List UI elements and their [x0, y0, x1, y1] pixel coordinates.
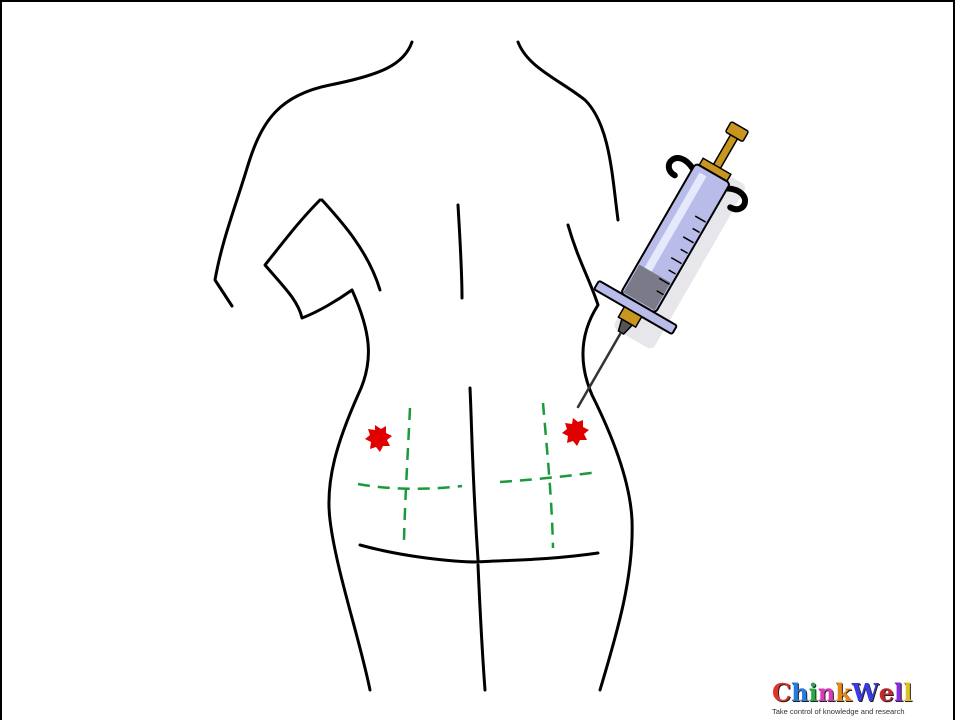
- logo-letter: W: [852, 680, 879, 706]
- injection-site-mark-icon: [365, 425, 392, 452]
- right-shoulder-outline: [518, 42, 618, 220]
- left-quadrant-horizontal: [358, 484, 462, 489]
- left-flank-outline: [322, 200, 380, 290]
- logo-letter: e: [879, 680, 894, 706]
- injection-site-marks: [365, 418, 589, 452]
- logo-letter: n: [818, 680, 835, 706]
- left-waist-outline: [265, 200, 370, 690]
- logo-letter: C: [772, 680, 791, 706]
- left-quadrant-vertical: [404, 408, 410, 540]
- logo-letter: l: [903, 680, 912, 706]
- thinkwell-logo: ChinkWell Take control of knowledge and …: [772, 680, 932, 720]
- logo-letter: k: [835, 680, 852, 706]
- syringe-icon: [539, 104, 779, 430]
- logo-tagline: Take control of knowledge and research: [772, 707, 932, 716]
- logo-letter: h: [791, 680, 808, 706]
- gluteal-cleft: [470, 388, 478, 560]
- right-quadrant-vertical: [543, 403, 553, 548]
- right-buttock-crease: [478, 553, 598, 562]
- logo-letter: l: [894, 680, 903, 706]
- quadrant-guides: [358, 403, 598, 548]
- injection-site-mark-icon: [562, 418, 589, 446]
- logo-letter: i: [809, 680, 818, 706]
- spine-line: [458, 205, 462, 298]
- left-shoulder-arm-outline: [215, 42, 412, 306]
- logo-wordmark: ChinkWell: [772, 680, 932, 706]
- inner-thigh-line: [478, 565, 485, 690]
- left-buttock-crease: [360, 545, 478, 562]
- body-outline: [215, 42, 632, 690]
